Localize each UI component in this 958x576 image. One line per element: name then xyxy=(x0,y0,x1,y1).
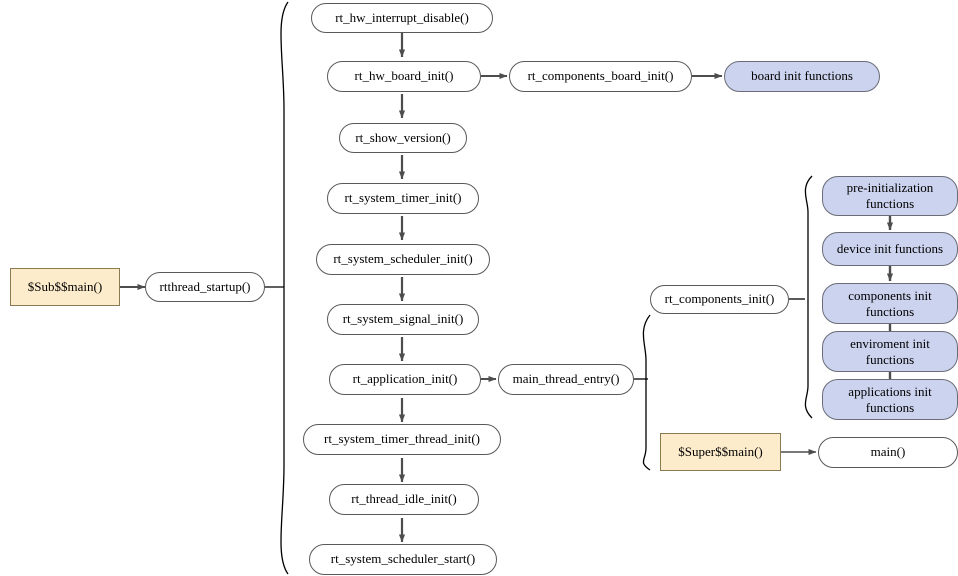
node-board-init-functions[interactable]: board init functions xyxy=(724,61,880,92)
node-enviroment-init-functions[interactable]: enviroment init functions xyxy=(822,331,958,372)
node-rtthread-startup[interactable]: rtthread_startup() xyxy=(145,272,265,302)
node-rt-components-init[interactable]: rt_components_init() xyxy=(650,285,789,314)
brace-components-init-group xyxy=(804,175,813,419)
node-rt-show-version[interactable]: rt_show_version() xyxy=(339,123,467,153)
node-rt-system-scheduler-init[interactable]: rt_system_scheduler_init() xyxy=(316,244,490,275)
brace-startup-chain xyxy=(280,1,289,575)
node-device-init-functions[interactable]: device init functions xyxy=(822,232,958,266)
node-rt-system-timer-thread-init[interactable]: rt_system_timer_thread_init() xyxy=(303,424,501,455)
node-rt-hw-board-init[interactable]: rt_hw_board_init() xyxy=(327,61,481,92)
node-rt-system-timer-init[interactable]: rt_system_timer_init() xyxy=(327,183,479,214)
node-main-thread-entry[interactable]: main_thread_entry() xyxy=(498,364,634,395)
node-rt-system-signal-init[interactable]: rt_system_signal_init() xyxy=(327,304,479,335)
node-rt-components-board-init[interactable]: rt_components_board_init() xyxy=(509,61,692,92)
node-components-init-functions[interactable]: components init functions xyxy=(822,283,958,324)
node-super-main[interactable]: $Super$$main() xyxy=(660,433,781,471)
node-pre-initialization-functions[interactable]: pre-initialization functions xyxy=(822,176,958,216)
node-sub-main[interactable]: $Sub$$main() xyxy=(10,268,120,306)
node-rt-hw-interrupt-disable[interactable]: rt_hw_interrupt_disable() xyxy=(311,3,493,33)
node-rt-system-scheduler-start[interactable]: rt_system_scheduler_start() xyxy=(309,544,497,575)
node-main[interactable]: main() xyxy=(818,437,958,468)
brace-main-thread-entry-group xyxy=(642,314,651,471)
node-rt-application-init[interactable]: rt_application_init() xyxy=(329,364,481,395)
node-rt-thread-idle-init[interactable]: rt_thread_idle_init() xyxy=(329,484,479,515)
node-applications-init-functions[interactable]: applications init functions xyxy=(822,379,958,420)
